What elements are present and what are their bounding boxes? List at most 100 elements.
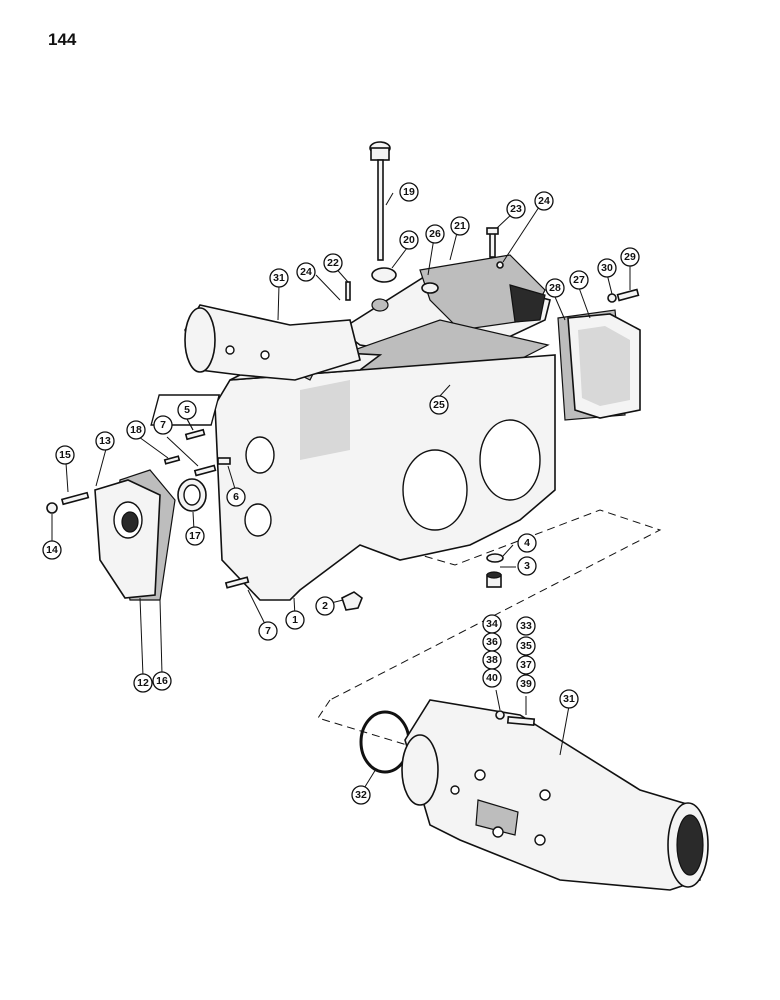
svg-text:31: 31 [273,272,285,284]
bolt-39 [506,716,536,726]
pin-18 [163,455,181,465]
callout-36: 36 [482,632,502,652]
callout-15: 15 [55,445,75,465]
svg-text:18: 18 [130,424,142,436]
svg-text:7: 7 [160,419,166,431]
callout-14: 14 [42,540,62,560]
svg-text:14: 14 [46,544,58,556]
svg-text:33: 33 [520,620,532,632]
bolt-29 [616,288,640,302]
assembly-line-lower [317,699,441,756]
callout-37: 37 [516,655,536,675]
bolt-22 [345,281,351,301]
stud-5 [184,428,206,441]
callout-6: 6 [226,487,246,507]
stud-7-lower [224,576,250,589]
callout-28: 28 [545,278,565,298]
svg-text:19: 19 [403,186,415,198]
nut-14 [46,502,58,514]
svg-text:40: 40 [486,672,498,684]
stud-7-upper [193,464,217,477]
svg-text:21: 21 [454,220,466,232]
dipstick [369,141,391,261]
callout-40: 40 [482,668,502,688]
bolt-23 [486,227,499,258]
callout-3: 3 [517,556,537,576]
callout-39: 39 [516,674,536,694]
svg-text:38: 38 [486,654,498,666]
callout-34: 34 [482,614,502,634]
svg-text:36: 36 [486,636,498,648]
callout-20: 20 [399,230,419,250]
svg-text:1: 1 [292,614,298,626]
callout-7-lower: 7 [258,621,278,641]
callout-23: 23 [506,199,526,219]
callout-24-left: 24 [296,262,316,282]
svg-text:34: 34 [486,618,498,630]
bore-left-1 [245,436,275,474]
svg-text:23: 23 [510,203,522,215]
callout-29: 29 [620,247,640,267]
stud-15 [60,491,90,506]
callout-5: 5 [177,400,197,420]
callout-13: 13 [95,431,115,451]
seal-ring [371,267,397,283]
rear-housing-top [184,304,361,381]
dowel-6 [217,457,231,465]
svg-text:24: 24 [538,195,550,207]
svg-text:20: 20 [403,234,415,246]
washer-4 [486,553,504,563]
washer-30 [607,293,617,303]
page-number: 144 [48,30,77,49]
callout-35: 35 [516,636,536,656]
rear-axle-housing [401,699,709,891]
callout-16: 16 [152,671,172,691]
svg-text:2: 2 [322,600,328,612]
callout-4: 4 [517,533,537,553]
callout-27: 27 [569,270,589,290]
svg-text:27: 27 [573,274,585,286]
callout-1: 1 [285,610,305,630]
svg-text:31: 31 [563,693,575,705]
svg-text:5: 5 [184,404,190,416]
callout-26: 26 [425,224,445,244]
front-cover-12 [94,479,161,599]
bearing-17 [177,478,207,512]
svg-text:3: 3 [524,560,530,572]
svg-text:6: 6 [233,491,239,503]
svg-text:25: 25 [433,399,445,411]
plug-3 [486,571,502,588]
washer-24-right [496,261,504,269]
svg-text:39: 39 [520,678,532,690]
svg-text:26: 26 [429,228,441,240]
bore-right-2 [479,419,541,501]
callout-31-bottom: 31 [559,689,579,709]
callout-38: 38 [482,650,502,670]
svg-text:28: 28 [549,282,561,294]
callout-31-top: 31 [269,268,289,288]
svg-text:22: 22 [327,257,339,269]
svg-text:35: 35 [520,640,532,652]
callout-33: 33 [516,616,536,636]
callout-30: 30 [597,258,617,278]
svg-text:37: 37 [520,659,532,671]
svg-text:24: 24 [300,266,312,278]
bore-right-1 [402,449,468,531]
svg-text:4: 4 [524,537,530,549]
svg-text:15: 15 [59,449,71,461]
svg-text:13: 13 [99,435,111,447]
callout-32: 32 [351,785,371,805]
svg-text:29: 29 [624,251,636,263]
callout-25: 25 [429,395,449,415]
svg-text:16: 16 [156,675,168,687]
callout-2: 2 [315,596,335,616]
callout-18: 18 [126,420,146,440]
washer-40 [495,710,505,720]
callout-12: 12 [133,673,153,693]
svg-text:12: 12 [137,677,149,689]
svg-text:17: 17 [189,530,201,542]
svg-text:32: 32 [355,789,367,801]
fitting-2 [341,591,363,611]
callout-7-upper: 7 [153,415,173,435]
